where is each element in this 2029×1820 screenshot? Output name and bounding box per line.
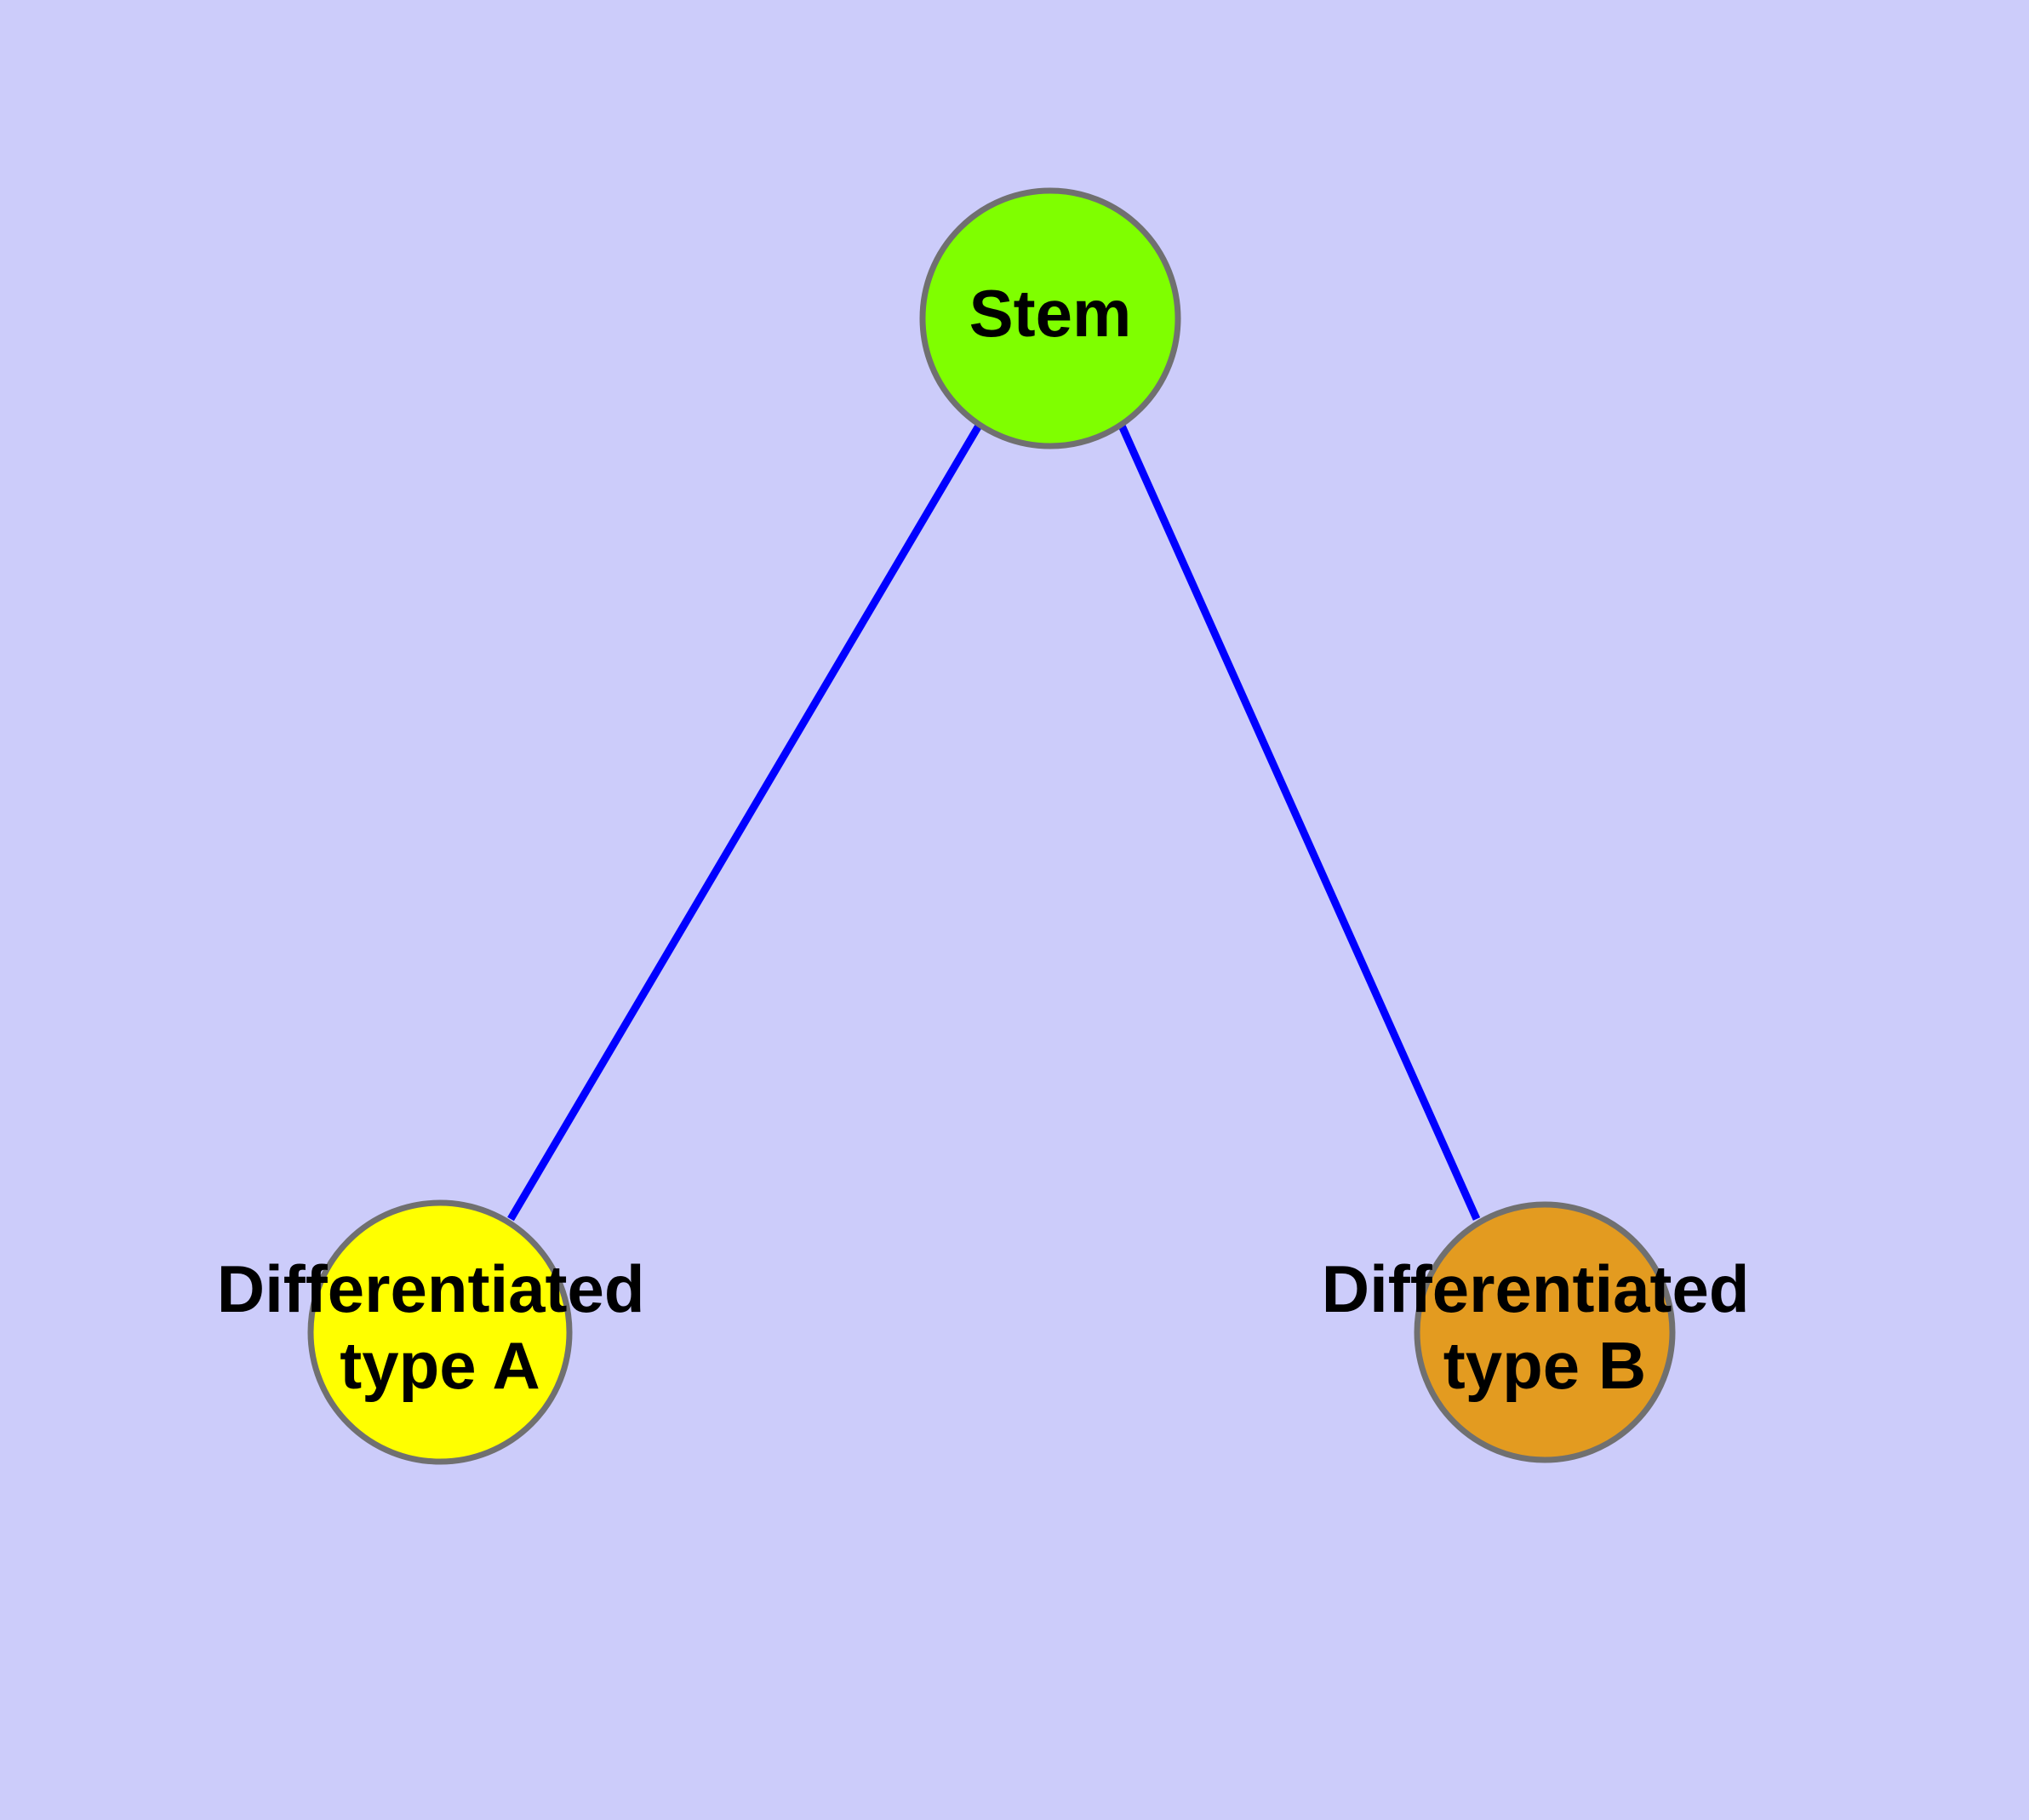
node-differentiated-type-a-label: Differentiated type A xyxy=(217,1251,663,1403)
labels-layer: Stem Differentiated type A Differentiate… xyxy=(217,276,1768,1403)
node-differentiated-type-b-label-line-2: type B xyxy=(1443,1327,1646,1402)
edge-stem-to-differentiated-type-b[interactable] xyxy=(1117,424,1481,1221)
node-stem-label: Stem xyxy=(969,276,1132,351)
node-differentiated-type-a[interactable] xyxy=(307,1199,573,1465)
node-differentiated-type-b-label-line-1: Differentiated xyxy=(1322,1251,1750,1326)
edge-stem-to-differentiated-type-a[interactable] xyxy=(507,423,982,1222)
node-differentiated-type-b[interactable] xyxy=(1414,1201,1676,1463)
node-differentiated-type-b-circle[interactable] xyxy=(1414,1201,1676,1463)
node-differentiated-type-a-label-line-2: type A xyxy=(340,1327,540,1402)
node-stem[interactable] xyxy=(919,187,1181,449)
node-differentiated-type-a-circle[interactable] xyxy=(307,1199,573,1465)
node-stem-label-line-1: Stem xyxy=(969,276,1132,351)
node-stem-circle[interactable] xyxy=(919,187,1181,449)
nodes-layer xyxy=(307,187,1676,1465)
node-differentiated-type-b-label: Differentiated type B xyxy=(1322,1251,1768,1403)
node-differentiated-type-a-label-line-1: Differentiated xyxy=(217,1251,645,1326)
edges-layer xyxy=(507,423,1481,1222)
